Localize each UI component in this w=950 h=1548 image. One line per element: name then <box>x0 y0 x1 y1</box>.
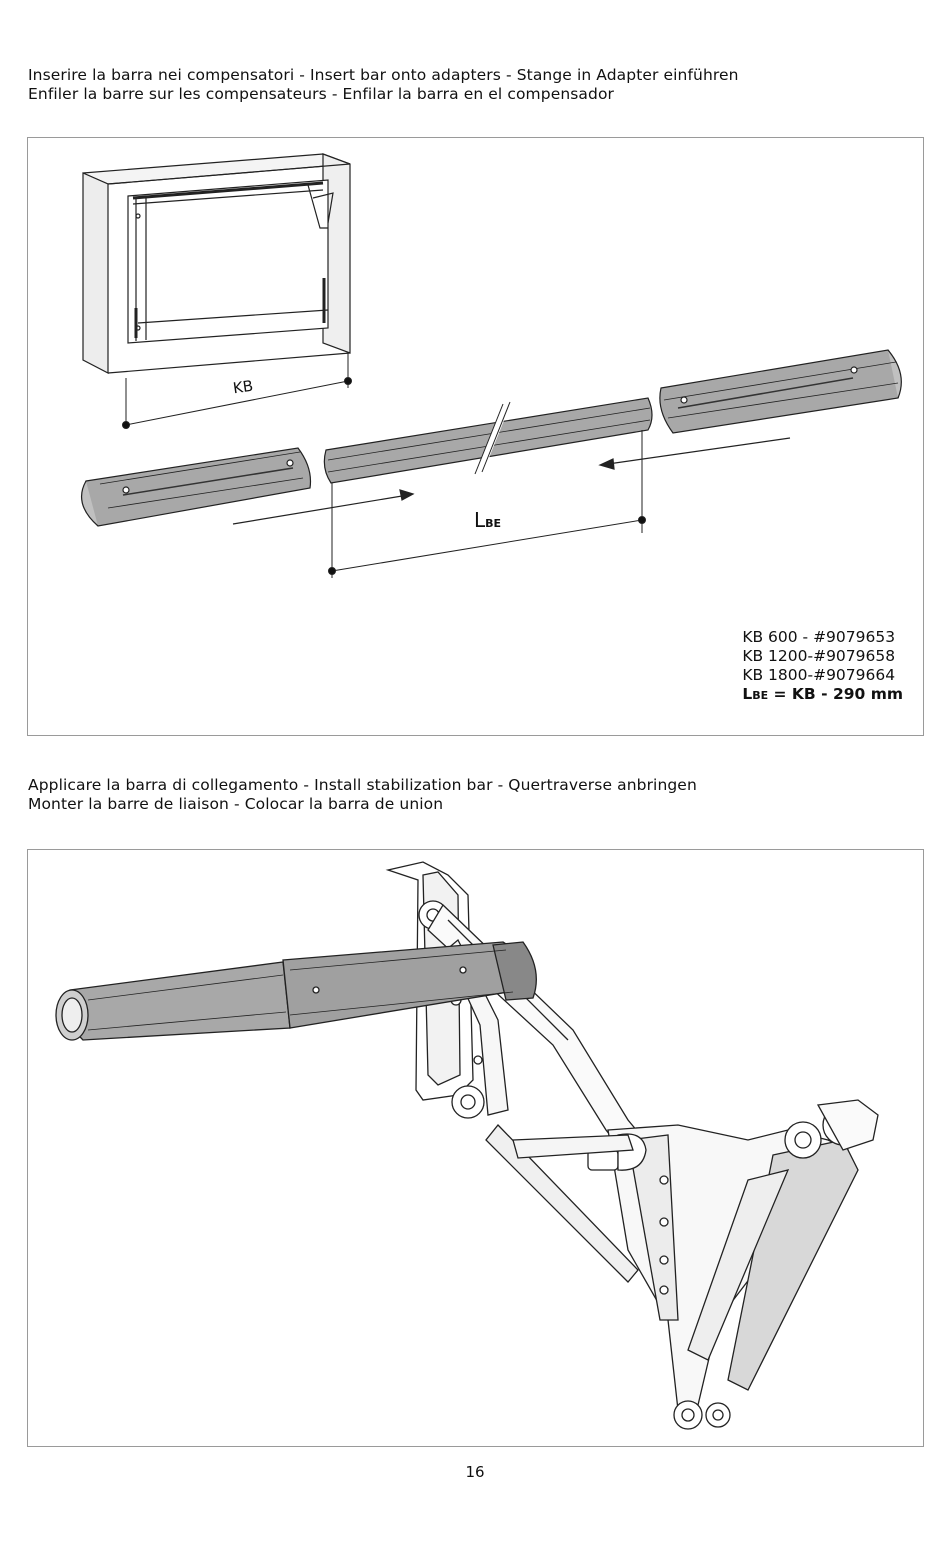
kb-dimension-label: KB <box>231 376 255 398</box>
stabilization-bar-piece <box>323 397 653 484</box>
lbe-subscript-text: BE <box>485 517 502 530</box>
lbe-dimension-label: LBE <box>474 508 501 532</box>
section1-caption-line2: Enfiler la barre sur les compensateurs -… <box>28 85 615 103</box>
section2-caption-line1: Applicare la barra di collegamento - Ins… <box>28 776 697 794</box>
page-number: 16 <box>465 1463 485 1481</box>
left-adapter-tube <box>80 447 312 527</box>
section1-caption-line1: Inserire la barra nei compensatori - Ins… <box>28 66 739 84</box>
code-kb600: KB 600 - #9079653 <box>742 628 896 646</box>
section2-caption-line2: Monter la barre de liaison - Colocar la … <box>28 795 444 813</box>
formula-main-text: L <box>742 685 753 703</box>
lbe-main-text: L <box>474 508 486 532</box>
insert-bar-illustration-panel: KB LBE KB 600 - #9079653 KB 1200-#907965… <box>27 137 924 736</box>
lbe-formula: LBE = KB - 290 mm <box>742 685 903 705</box>
right-adapter-tube <box>659 349 902 434</box>
code-kb1800: KB 1800-#9079664 <box>742 666 896 684</box>
kb-dimension <box>122 353 352 429</box>
product-codes: KB 600 - #9079653 KB 1200-#9079658 KB 18… <box>742 628 903 705</box>
insert-arrows <box>232 437 791 525</box>
lbe-dimension <box>328 430 646 578</box>
insert-bar-drawing <box>80 153 902 578</box>
cabinet-drawing <box>82 153 351 374</box>
formula-subscript-text: BE <box>752 689 769 702</box>
formula-rest-text: = KB - 290 mm <box>768 685 904 703</box>
section2-caption: Applicare la barra di collegamento - Ins… <box>28 776 697 814</box>
section1-caption: Inserire la barra nei compensatori - Ins… <box>28 66 739 104</box>
code-kb1200: KB 1200-#9079658 <box>742 647 896 665</box>
stabilization-bar-illustration-panel <box>27 849 924 1447</box>
stabilization-tube <box>55 941 537 1041</box>
stabilization-bar-drawing <box>55 861 879 1430</box>
